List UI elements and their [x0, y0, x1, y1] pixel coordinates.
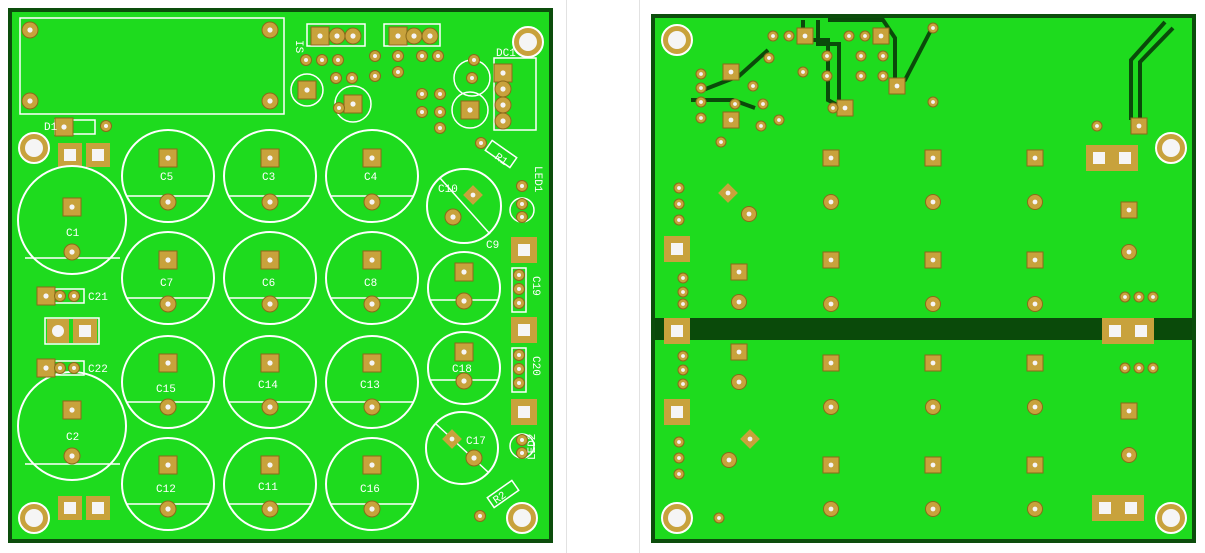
- header-C22: C22: [36, 358, 108, 378]
- module-pad: [21, 92, 39, 110]
- capacitor-C12: C12: [121, 437, 215, 531]
- svg-text:C1: C1: [66, 228, 80, 240]
- power-connector-mid: [44, 317, 100, 345]
- connector-pad: [310, 26, 330, 46]
- label-DC1: DC1: [496, 48, 516, 60]
- capacitor-C17: C17: [425, 411, 499, 485]
- svg-text:C16: C16: [360, 484, 380, 496]
- svg-text:C6: C6: [262, 278, 275, 290]
- capacitor-C11: C11: [223, 437, 317, 531]
- module-pad: [261, 92, 279, 110]
- label-D1: D1: [44, 122, 58, 134]
- led-LED1: LED1: [509, 166, 543, 223]
- d1-pad: [100, 120, 112, 132]
- pcb-top-svg: IS: [8, 8, 553, 543]
- svg-text:C17: C17: [466, 436, 486, 448]
- svg-text:C22: C22: [88, 364, 108, 376]
- power-connector-bottom: [58, 496, 110, 520]
- mounting-hole: [661, 502, 693, 534]
- svg-text:C7: C7: [160, 278, 173, 290]
- svg-text:C10: C10: [438, 184, 458, 196]
- capacitor-C1: C1: [17, 165, 127, 275]
- dc1-outline: [493, 57, 537, 131]
- mounting-hole: [18, 132, 50, 164]
- svg-text:C8: C8: [364, 278, 377, 290]
- capacitor-C15: C15: [121, 335, 215, 429]
- power-connector-top: [58, 143, 110, 167]
- connector-outline: [383, 23, 441, 47]
- capacitor-C6: C6: [223, 231, 317, 325]
- divider: [639, 0, 640, 553]
- mounting-hole: [18, 502, 50, 534]
- capacitor-C14: C14: [223, 335, 317, 429]
- connector-outline: [306, 23, 366, 47]
- svg-text:LED2: LED2: [527, 434, 539, 460]
- connector-pad: [405, 27, 423, 45]
- mounting-hole: [506, 502, 538, 534]
- svg-text:C18: C18: [452, 364, 472, 376]
- capacitor-C5: C5: [121, 129, 215, 223]
- capacitor-C9-circle: [427, 251, 501, 325]
- svg-text:C4: C4: [364, 172, 378, 184]
- capacitor-C18: C18: [427, 331, 501, 405]
- connector-pad: [421, 27, 439, 45]
- module-pad: [261, 21, 279, 39]
- small-parts-cluster: [290, 50, 491, 134]
- header-C20: C20: [511, 347, 541, 393]
- led-LED2: LED2: [509, 433, 539, 460]
- header-C19: C19: [511, 267, 541, 313]
- label-C9: C9: [486, 240, 499, 252]
- header-C21: C21: [36, 286, 108, 306]
- svg-text:C5: C5: [160, 172, 173, 184]
- dc1-pad: [494, 112, 512, 130]
- svg-text:C14: C14: [258, 380, 278, 392]
- dc1-pad: [494, 96, 512, 114]
- dc1-pad: [494, 80, 512, 98]
- capacitor-C3: C3: [223, 129, 317, 223]
- connector-pad: [328, 27, 346, 45]
- capacitor-C8: C8: [325, 231, 419, 325]
- connector-pad: [388, 26, 408, 46]
- svg-text:C11: C11: [258, 482, 278, 494]
- capacitor-C10: C10: [426, 168, 502, 244]
- mounting-hole: [661, 24, 693, 56]
- pcb-bottom-view: [643, 0, 1205, 553]
- dc1-pad: [493, 63, 513, 83]
- capacitor-C4: C4: [325, 129, 419, 223]
- capacitor-C13: C13: [325, 335, 419, 429]
- svg-text:C21: C21: [88, 292, 108, 304]
- svg-text:C3: C3: [262, 172, 275, 184]
- mounting-hole: [512, 26, 544, 58]
- mounting-hole: [1155, 132, 1187, 164]
- svg-text:C12: C12: [156, 484, 176, 496]
- svg-text:C13: C13: [360, 380, 380, 392]
- capacitor-C7: C7: [121, 231, 215, 325]
- module-pad: [21, 21, 39, 39]
- label-IS: IS: [292, 40, 304, 54]
- pcb-bottom-svg: [651, 14, 1196, 543]
- pcb-top-view: IS: [0, 0, 562, 553]
- d1-pad: [54, 117, 74, 137]
- svg-text:C20: C20: [529, 356, 541, 376]
- svg-text:C2: C2: [66, 432, 79, 444]
- capacitor-C16: C16: [325, 437, 419, 531]
- side-connector-pads: [511, 237, 537, 425]
- svg-text:C15: C15: [156, 384, 176, 396]
- divider: [566, 0, 567, 553]
- mounting-hole: [1155, 502, 1187, 534]
- svg-text:LED1: LED1: [531, 166, 543, 193]
- svg-text:C19: C19: [529, 276, 541, 296]
- connector-pad: [344, 27, 362, 45]
- module-outline: [19, 17, 285, 115]
- ground-trace-band: [655, 318, 1192, 340]
